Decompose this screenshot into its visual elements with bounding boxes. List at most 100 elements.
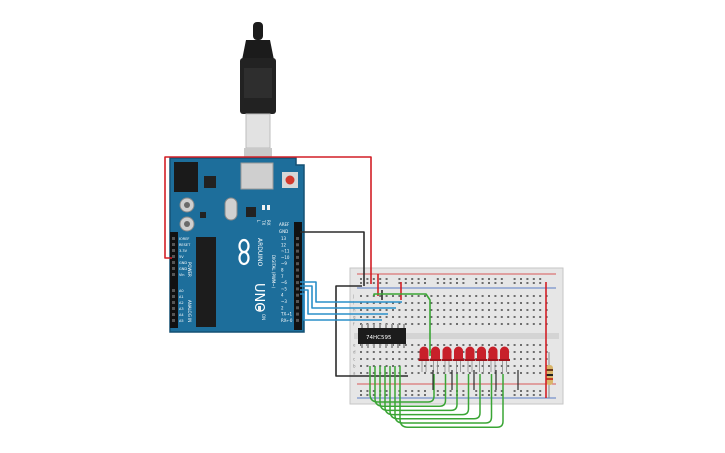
rail-hole[interactable] [372,282,375,284]
breadboard-hole[interactable] [494,323,497,325]
rail-hole[interactable] [532,278,535,280]
breadboard-hole[interactable] [449,316,452,318]
breadboard-hole[interactable] [417,323,420,325]
breadboard-hole[interactable] [520,309,522,311]
rail-hole[interactable] [449,394,452,396]
rail-hole[interactable] [449,282,452,284]
breadboard-hole[interactable] [443,372,446,374]
breadboard-hole[interactable] [360,309,362,311]
power-pin[interactable] [172,237,175,240]
breadboard-hole[interactable] [532,358,535,360]
rail-hole[interactable] [475,278,478,280]
breadboard-hole[interactable] [500,344,503,346]
rail-hole[interactable] [526,394,529,396]
data-wire-blue-1[interactable] [300,281,402,303]
breadboard-hole[interactable] [500,316,503,318]
breadboard-hole[interactable] [481,365,484,367]
rail-hole[interactable] [398,282,401,284]
breadboard-hole[interactable] [398,295,401,297]
breadboard-hole[interactable] [449,309,452,311]
rail-hole[interactable] [411,390,414,392]
breadboard-hole[interactable] [475,302,478,304]
breadboard-hole[interactable] [520,351,522,353]
led[interactable] [430,346,441,373]
breadboard-hole[interactable] [520,295,522,297]
breadboard-hole[interactable] [366,295,369,297]
rail-hole[interactable] [481,390,484,392]
breadboard-hole[interactable] [385,365,388,367]
breadboard-hole[interactable] [494,302,497,304]
breadboard-hole[interactable] [424,372,426,374]
breadboard-hole[interactable] [494,316,497,318]
breadboard-hole[interactable] [411,351,414,353]
breadboard-hole[interactable] [404,323,407,325]
rail-hole[interactable] [475,390,478,392]
breadboard-hole[interactable] [436,309,439,311]
digital-pin[interactable] [296,243,299,247]
rail-hole[interactable] [532,394,535,396]
breadboard-hole[interactable] [520,302,522,304]
breadboard-hole[interactable] [385,309,388,311]
breadboard-hole[interactable] [449,302,452,304]
breadboard-hole[interactable] [411,309,414,311]
rail-hole[interactable] [494,282,497,284]
breadboard-hole[interactable] [411,316,414,318]
data-wire-blue-3[interactable] [300,289,388,315]
output-wire-green[interactable] [399,366,504,428]
digital-pin[interactable] [296,268,299,272]
rail-hole[interactable] [417,278,420,280]
breadboard-hole[interactable] [526,309,529,311]
breadboard-hole[interactable] [532,351,535,353]
breadboard-hole[interactable] [417,295,420,297]
rail-hole[interactable] [385,390,388,392]
breadboard-hole[interactable] [481,344,484,346]
breadboard-hole[interactable] [500,309,503,311]
breadboard-hole[interactable] [513,302,516,304]
breadboard-hole[interactable] [456,309,458,311]
breadboard-hole[interactable] [379,316,382,318]
rail-hole[interactable] [494,278,497,280]
breadboard-hole[interactable] [468,316,471,318]
breadboard-hole[interactable] [539,309,542,311]
breadboard-hole[interactable] [532,302,535,304]
breadboard-hole[interactable] [488,323,490,325]
breadboard-hole[interactable] [392,302,394,304]
breadboard-hole[interactable] [392,365,394,367]
breadboard-hole[interactable] [468,295,471,297]
analog-pin[interactable] [172,313,175,316]
rail-hole[interactable] [436,282,439,284]
breadboard-hole[interactable] [366,309,369,311]
breadboard-hole[interactable] [404,351,407,353]
breadboard-hole[interactable] [520,372,522,374]
breadboard-hole[interactable] [500,323,503,325]
breadboard-hole[interactable] [436,344,439,346]
breadboard-hole[interactable] [360,302,362,304]
breadboard-hole[interactable] [372,302,375,304]
ground-wire-black[interactable] [300,231,365,286]
breadboard-hole[interactable] [398,323,401,325]
breadboard-hole[interactable] [385,358,388,360]
breadboard-hole[interactable] [430,365,433,367]
breadboard-hole[interactable] [379,351,382,353]
rail-hole[interactable] [417,282,420,284]
rail-hole[interactable] [360,278,362,280]
analog-pin[interactable] [172,301,175,304]
breadboard-hole[interactable] [360,372,362,374]
breadboard-hole[interactable] [392,309,394,311]
breadboard-hole[interactable] [385,316,388,318]
rail-hole[interactable] [424,390,426,392]
rail-hole[interactable] [526,278,529,280]
breadboard-hole[interactable] [404,358,407,360]
rail-hole[interactable] [372,278,375,280]
rail-hole[interactable] [520,390,522,392]
breadboard-hole[interactable] [526,351,529,353]
resistor[interactable] [546,352,553,398]
breadboard-hole[interactable] [475,295,478,297]
power-pin[interactable] [172,273,175,276]
breadboard-hole[interactable] [532,372,535,374]
output-wire-green[interactable] [374,366,447,407]
breadboard-hole[interactable] [392,295,394,297]
rail-hole[interactable] [424,282,426,284]
rail-hole[interactable] [436,278,439,280]
breadboard-hole[interactable] [366,302,369,304]
